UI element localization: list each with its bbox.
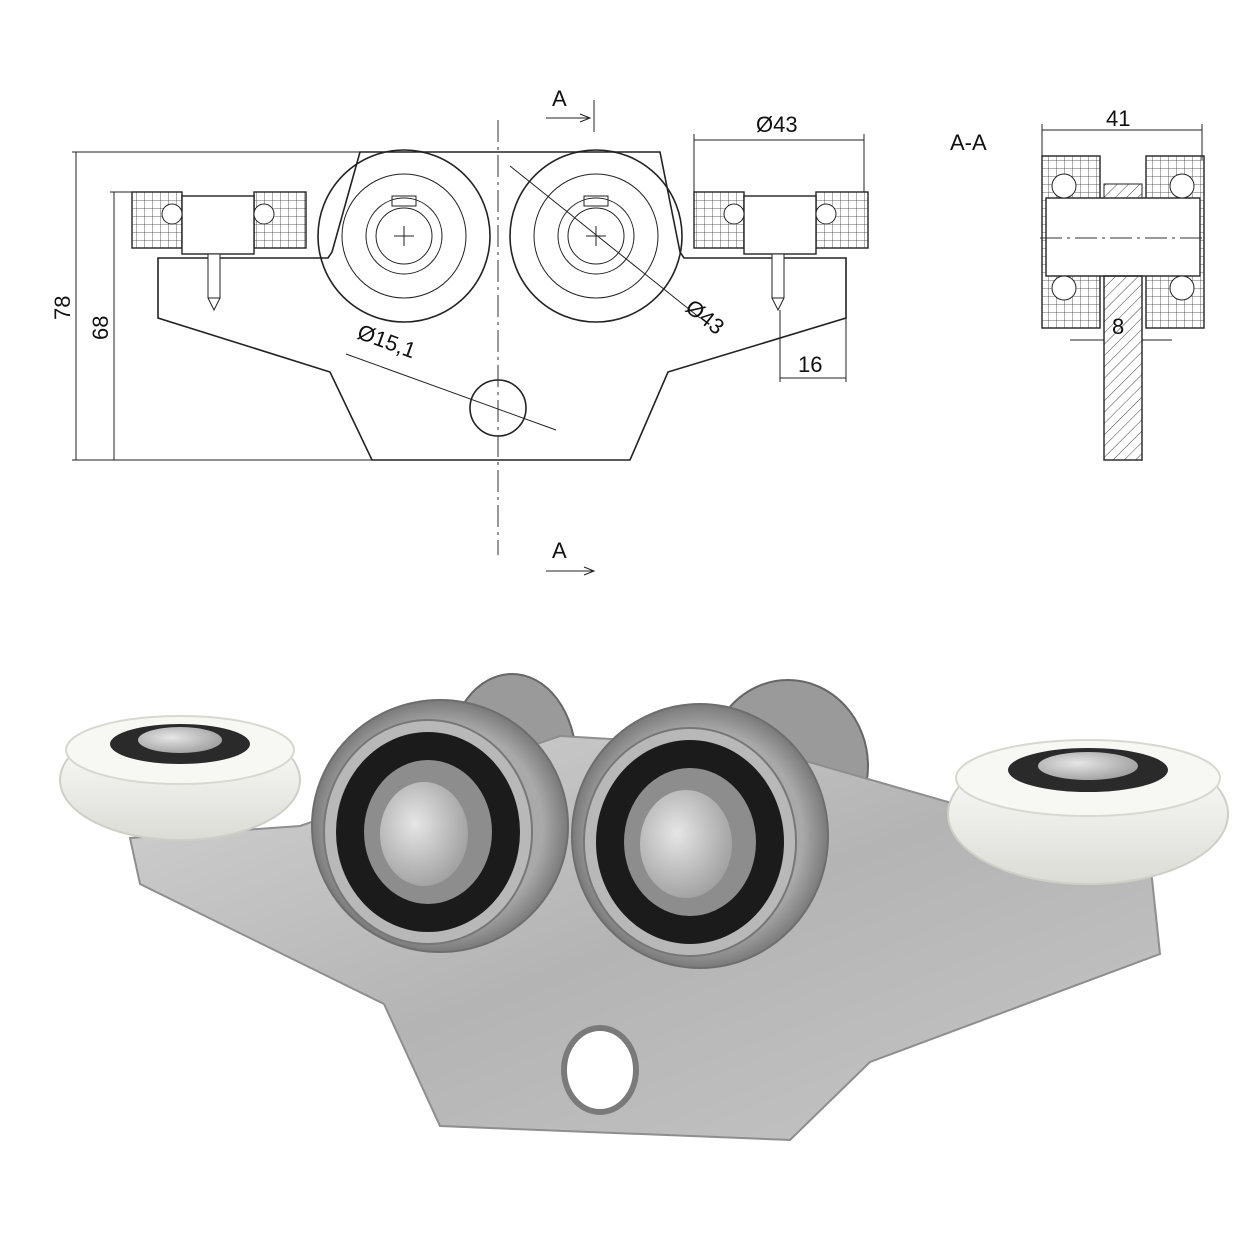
dim-68-lines <box>110 191 132 460</box>
dim-16-lines <box>779 310 847 382</box>
dim-8: 8 <box>1112 314 1124 339</box>
wheel-right-outer <box>509 149 683 323</box>
section-label: A-A <box>950 130 987 155</box>
plate-outline <box>157 151 847 461</box>
section-arrow-top <box>546 113 592 123</box>
photo-nylon-roller-right <box>947 739 1229 885</box>
wheel-right-axle <box>567 207 625 265</box>
side-roller-right <box>693 191 869 312</box>
photo-mounting-hole <box>561 1025 639 1115</box>
dim-41-lines <box>1041 124 1203 160</box>
side-roller-left <box>131 191 307 312</box>
section-arrow-bottom <box>546 566 596 576</box>
dim-hole-line <box>345 353 557 431</box>
front-view: A A 78 68 Ø43 Ø43 Ø15,1 16 <box>50 86 869 576</box>
dim-78-lines <box>72 151 372 461</box>
center-cross-right <box>586 226 606 246</box>
photo-steel-wheel-left <box>311 699 569 953</box>
dim-wheel-diag: Ø43 <box>681 294 729 339</box>
dim-16: 16 <box>798 352 822 377</box>
section-marker-bottom: A <box>552 538 567 563</box>
dim-68: 68 <box>88 316 113 340</box>
wheel-left-outer <box>317 149 491 323</box>
wheel-right-bearing <box>557 197 635 275</box>
dim-wheel-top: Ø43 <box>756 112 798 137</box>
wheel-left-mid <box>341 173 467 299</box>
center-cross-left <box>394 226 414 246</box>
section-marker-top: A <box>552 86 567 111</box>
dim-78: 78 <box>50 296 75 320</box>
wheel-right-mid <box>533 173 659 299</box>
dim-41: 41 <box>1106 106 1130 131</box>
dim-wheel-diag-line <box>509 165 701 319</box>
circlip-left <box>391 195 417 207</box>
photo-steel-wheel-right <box>571 703 829 969</box>
dim-wheel-top-lines <box>693 134 865 192</box>
photo-nylon-roller-left <box>59 715 301 841</box>
section-view: A-A 41 8 <box>950 106 1206 461</box>
circlip-right <box>583 195 609 207</box>
wheel-left-bearing <box>365 197 443 275</box>
wheel-left-axle <box>375 207 433 265</box>
product-photo <box>59 673 1229 1142</box>
dim-hole: Ø15,1 <box>354 319 419 363</box>
